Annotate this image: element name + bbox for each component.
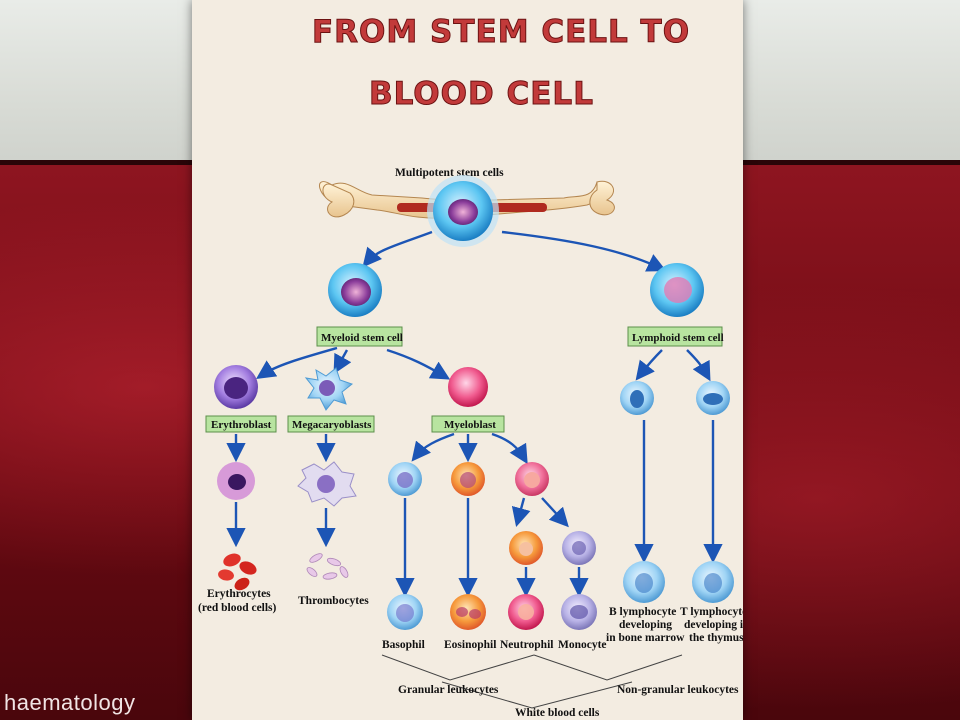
megakaryoblast-label-box: [287, 415, 375, 433]
arrow-myeloblast-to-neutrophil-precursor: [491, 432, 528, 465]
basophil-precursor-cell: [388, 462, 422, 496]
stem-cell-diagram: FROM STEM CELL TO BLOOD CELL Multipotent…: [198, 14, 743, 720]
footer-haematology-label: haematology: [4, 690, 136, 715]
multipotent-stem-cell: [427, 175, 499, 247]
root-stem-cell-label: Multipotent stem cells: [395, 167, 504, 179]
lymphoid-stem-cell: [650, 263, 704, 317]
b-lymphocyte-cell: [623, 561, 665, 603]
erythroblast-label-box: [205, 415, 277, 433]
neutrophil-intermediate-cell: [509, 531, 543, 565]
arrow-to-neutrophil-intermediate: [511, 497, 531, 527]
non-granular-leukocytes-bracket: [533, 654, 683, 681]
basophil-cell: [387, 594, 423, 630]
t-lymphocyte-label-line-3: the thymus: [689, 632, 743, 644]
arrow-to-monocyte-intermediate: [541, 497, 569, 528]
t-lymphoid-precursor-cell: [696, 381, 730, 415]
granular-leukocytes-label: Granular leukocytes: [398, 684, 499, 696]
arrow-myeloid-to-megakaryoblast: [333, 349, 352, 375]
arrow-root-to-lymphoid: [501, 230, 667, 272]
diagram-title-line-1: FROM STEM CELL TO: [312, 14, 690, 50]
t-lymphocyte-label-line-1: T lymphocyte: [680, 606, 743, 618]
arrow-root-to-myeloid: [362, 230, 433, 268]
lymphoid-label-box: [627, 326, 723, 347]
erythrocytes-label-line-1: Erythrocytes: [207, 588, 271, 600]
neutrophil-precursor-cell: [515, 462, 549, 496]
myeloid-label: Myeloid stem cell: [321, 332, 403, 344]
monocyte-label: Monocyte: [558, 639, 607, 651]
t-lymphocyte-cell: [692, 561, 734, 603]
b-lymphocyte-label-line-3: in bone marrow: [606, 632, 685, 644]
neutrophil-cell: [508, 594, 544, 630]
myeloid-label-box: [316, 326, 403, 347]
arrow-lymphoid-to-b-precursor: [635, 349, 663, 381]
b-lymphocyte-label-line-1: B lymphocyte: [609, 606, 676, 618]
eosinophil-label: Eosinophil: [444, 639, 496, 651]
monocyte-cell: [561, 594, 597, 630]
diagram-title-line-2: BLOOD CELL: [369, 76, 594, 112]
neutrophil-label: Neutrophil: [500, 639, 553, 651]
white-blood-cells-label: White blood cells: [515, 707, 600, 719]
myeloid-stem-cell: [328, 263, 382, 317]
erythrocytes-cells: [218, 553, 257, 591]
erythrocytes-label-line-2: (red blood cells): [198, 602, 277, 614]
thrombocytes-label: Thrombocytes: [298, 595, 369, 607]
arrow-myeloblast-to-basophil-precursor: [411, 432, 455, 462]
eosinophil-precursor-cell: [451, 462, 485, 496]
megakaryoblast-cell: [304, 367, 354, 411]
granular-leukocytes-bracket: [381, 654, 535, 681]
diagram-panel: FROM STEM CELL TO BLOOD CELL Multipotent…: [192, 0, 743, 720]
non-granular-leukocytes-label: Non-granular leukocytes: [617, 684, 739, 696]
myeloblast-label-box: [431, 415, 505, 433]
white-blood-cells-bracket: [441, 681, 633, 709]
erythroblast-label: Erythroblast: [211, 419, 272, 431]
myeloblast-label: Myeloblast: [444, 419, 496, 431]
b-lymphoid-precursor-cell: [620, 381, 654, 415]
megakaryocyte-cell: [297, 461, 357, 507]
thrombocytes-cells: [306, 553, 349, 580]
lymphoid-label: Lymphoid stem cell: [632, 332, 724, 344]
eosinophil-cell: [450, 594, 486, 630]
arrow-lymphoid-to-t-precursor: [686, 349, 711, 382]
myeloblast-cell: [448, 367, 488, 407]
megakaryoblast-label: Megacaryoblasts: [292, 419, 372, 431]
basophil-label: Basophil: [382, 639, 425, 651]
monocyte-intermediate-cell: [562, 531, 596, 565]
b-lymphocyte-label-line-2: developing: [619, 619, 672, 631]
erythroblast-cell: [214, 365, 258, 409]
arrow-myeloid-to-myeloblast: [386, 348, 451, 380]
t-lymphocyte-label-line-2: developing in: [684, 619, 743, 631]
arrow-myeloid-to-erythroblast: [256, 346, 338, 379]
erythroblast-nucleated-cell: [217, 462, 255, 500]
